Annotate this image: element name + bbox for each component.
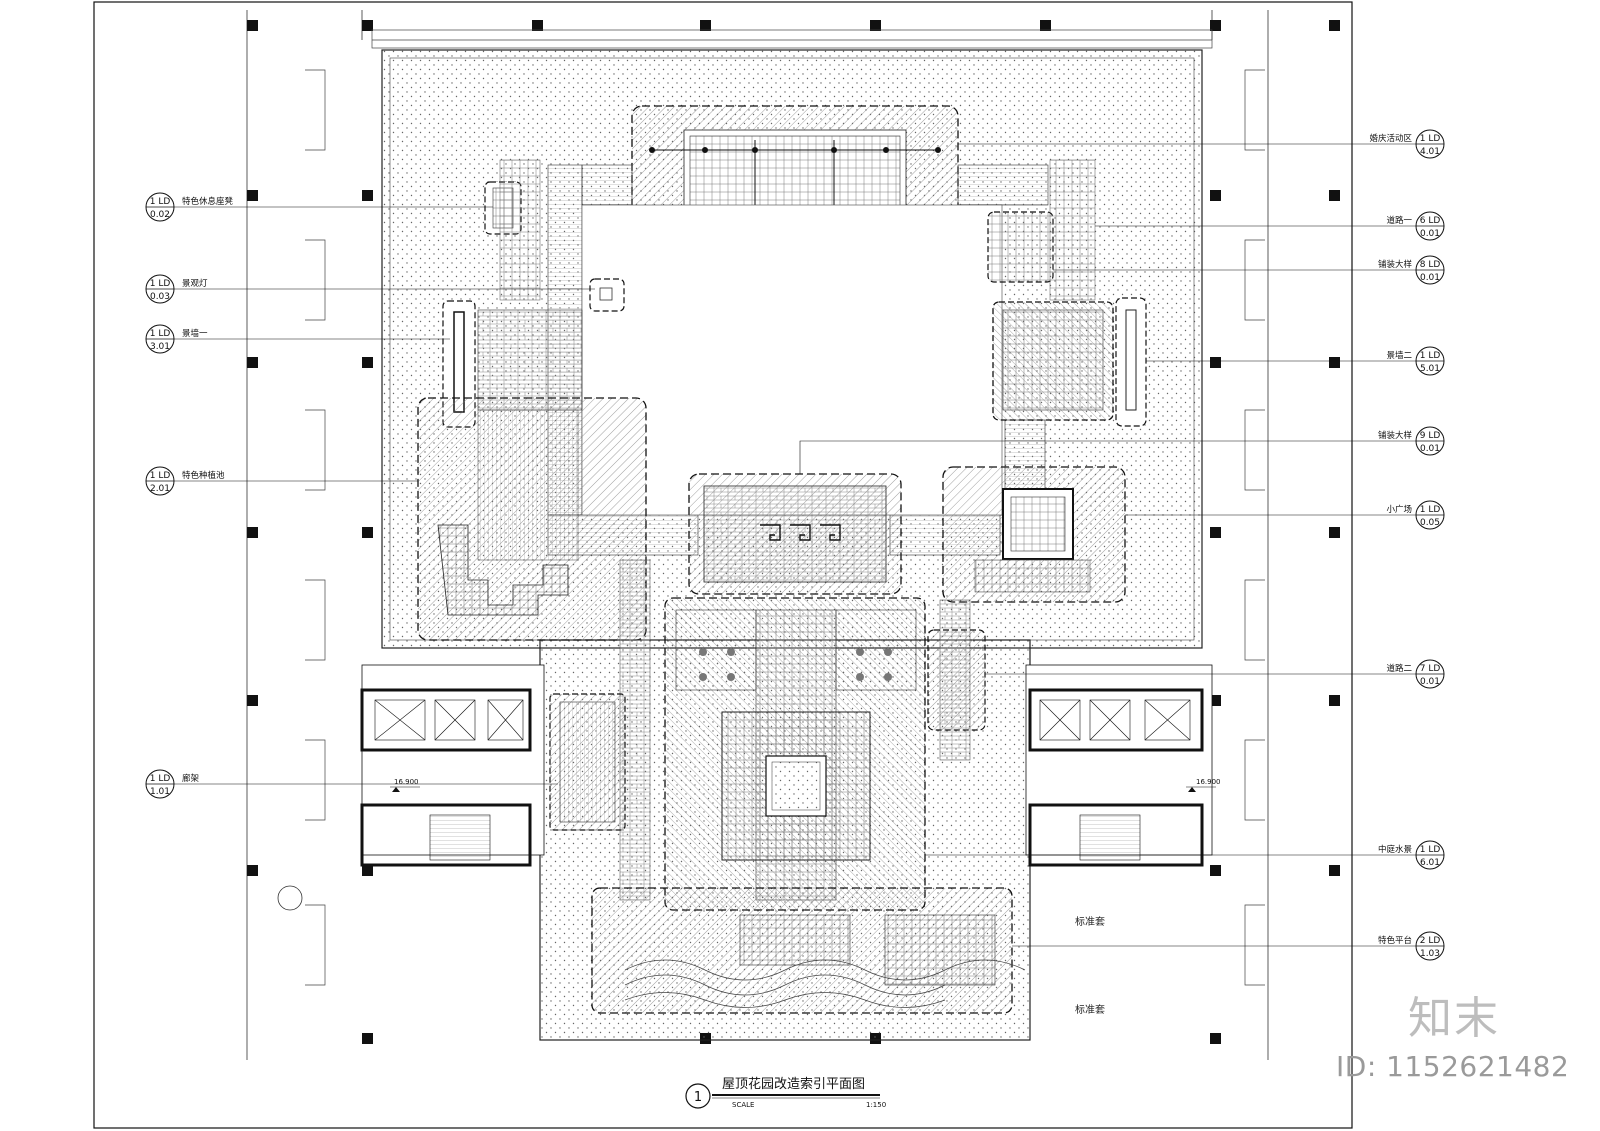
- svg-text:1 LD: 1 LD: [150, 471, 171, 481]
- feature-platform: [591, 887, 1026, 1014]
- svg-text:0.01: 0.01: [1420, 273, 1440, 283]
- drawing-number: 1: [694, 1090, 702, 1105]
- svg-text:1.01: 1.01: [150, 787, 170, 797]
- watermark-id: ID: 1152621482: [1336, 1050, 1570, 1083]
- central-lawn: [581, 204, 1003, 516]
- svg-text:0.01: 0.01: [1420, 444, 1440, 454]
- svg-text:1 LD: 1 LD: [150, 279, 171, 289]
- paving-detail-center: [688, 473, 902, 595]
- index-tag: 1 LD 5.01 景墙二: [1146, 346, 1445, 376]
- feature-seating: [484, 159, 541, 301]
- service-cores: [360, 664, 1213, 867]
- svg-text:景观灯: 景观灯: [182, 278, 208, 289]
- svg-text:景墙一: 景墙一: [182, 328, 208, 339]
- svg-text:1 LD: 1 LD: [1420, 351, 1441, 361]
- index-tag: 1 LD 4.01 婚庆活动区: [958, 129, 1445, 159]
- index-tag: 1 LD 3.01 景墙一: [145, 324, 450, 354]
- svg-text:0.05: 0.05: [1420, 518, 1440, 528]
- svg-text:道路一: 道路一: [1386, 215, 1412, 226]
- paving-detail-right-upper: [987, 159, 1096, 301]
- window-bays: [305, 69, 1265, 986]
- room-label-standard-suite-1: 标准套: [1075, 915, 1105, 928]
- svg-text:0.02: 0.02: [150, 210, 170, 220]
- svg-text:0.01: 0.01: [1420, 229, 1440, 239]
- index-tags-left: 1 LD 0.02 特色休息座凳 1 LD 0.03 景观灯 1 LD 3.01…: [145, 192, 595, 799]
- index-tag: 6 LD 0.01 道路一: [1095, 211, 1445, 241]
- scale-label: SCALE: [732, 1101, 754, 1109]
- svg-text:1 LD: 1 LD: [150, 774, 171, 784]
- index-tag: 1 LD 0.03 景观灯: [145, 274, 595, 304]
- elevation-left: 16.900: [394, 778, 419, 786]
- top-facade: [371, 29, 1213, 49]
- svg-text:1.03: 1.03: [1420, 949, 1440, 959]
- svg-text:4.01: 4.01: [1420, 147, 1440, 157]
- sheet-border: [93, 1, 1353, 1129]
- svg-text:5.01: 5.01: [1420, 364, 1440, 374]
- svg-text:0.03: 0.03: [150, 292, 170, 302]
- planter-circle: [277, 885, 303, 911]
- index-tag: 9 LD 0.01 铺装大样: [799, 426, 1445, 474]
- drawing-title-block: 1 屋顶花园改造索引平面图 SCALE 1:150: [685, 1076, 886, 1109]
- svg-text:道路二: 道路二: [1386, 663, 1412, 674]
- index-tag: 1 LD 6.01 中庭水景: [925, 840, 1445, 870]
- scale-value: 1:150: [866, 1101, 886, 1109]
- elevation-markers: 16.900 16.900: [390, 778, 1221, 792]
- svg-text:小广场: 小广场: [1386, 504, 1412, 515]
- svg-text:1 LD: 1 LD: [150, 329, 171, 339]
- room-label-standard-suite-2: 标准套: [1075, 1003, 1105, 1016]
- svg-text:2.01: 2.01: [150, 484, 170, 494]
- svg-text:8 LD: 8 LD: [1420, 260, 1441, 270]
- svg-text:铺装大样: 铺装大样: [1378, 430, 1413, 441]
- landscape-light: [589, 278, 625, 312]
- svg-text:6.01: 6.01: [1420, 858, 1440, 868]
- index-tag: 2 LD 1.03 特色平台: [1012, 931, 1445, 961]
- index-tag: 7 LD 0.01 道路二: [985, 659, 1445, 689]
- feature-wall-two: [992, 297, 1147, 427]
- pergola: [549, 693, 626, 831]
- index-tag: 1 LD 0.02 特色休息座凳: [145, 192, 493, 222]
- svg-text:婚庆活动区: 婚庆活动区: [1369, 133, 1412, 144]
- index-tag: 1 LD 1.01 廊架: [145, 769, 558, 799]
- svg-text:景墙二: 景墙二: [1386, 350, 1412, 361]
- paving-upper-left: [477, 309, 583, 411]
- svg-text:2 LD: 2 LD: [1420, 936, 1441, 946]
- courtyard-water-feature: [664, 597, 926, 911]
- svg-text:特色休息座凳: 特色休息座凳: [182, 196, 234, 207]
- svg-text:7 LD: 7 LD: [1420, 664, 1441, 674]
- elevation-right: 16.900: [1196, 778, 1221, 786]
- svg-text:0.01: 0.01: [1420, 677, 1440, 687]
- svg-text:铺装大样: 铺装大样: [1378, 259, 1413, 270]
- svg-text:特色平台: 特色平台: [1378, 935, 1412, 946]
- svg-text:6 LD: 6 LD: [1420, 216, 1441, 226]
- svg-text:中庭水景: 中庭水景: [1378, 844, 1412, 855]
- svg-text:1 LD: 1 LD: [1420, 505, 1441, 515]
- drawing-title: 屋顶花园改造索引平面图: [722, 1076, 865, 1092]
- index-tag: 1 LD 2.01 特色种植池: [145, 466, 418, 496]
- svg-text:1 LD: 1 LD: [150, 197, 171, 207]
- index-tag: 8 LD 0.01 铺装大样: [1053, 255, 1445, 285]
- index-tags-right: 1 LD 4.01 婚庆活动区 6 LD 0.01 道路一 8 LD 0.01 …: [799, 129, 1445, 961]
- svg-text:廊架: 廊架: [182, 773, 200, 784]
- watermark-logo: 知末: [1408, 993, 1500, 1044]
- small-plaza: [942, 466, 1126, 603]
- index-tag: 1 LD 0.05 小广场: [1125, 500, 1445, 530]
- feature-planting-bed: [417, 397, 647, 641]
- svg-text:9 LD: 9 LD: [1420, 431, 1441, 441]
- svg-text:1 LD: 1 LD: [1420, 845, 1441, 855]
- svg-text:3.01: 3.01: [150, 342, 170, 352]
- svg-text:特色种植池: 特色种植池: [182, 470, 225, 481]
- path-two: [619, 559, 986, 901]
- svg-text:1 LD: 1 LD: [1420, 134, 1441, 144]
